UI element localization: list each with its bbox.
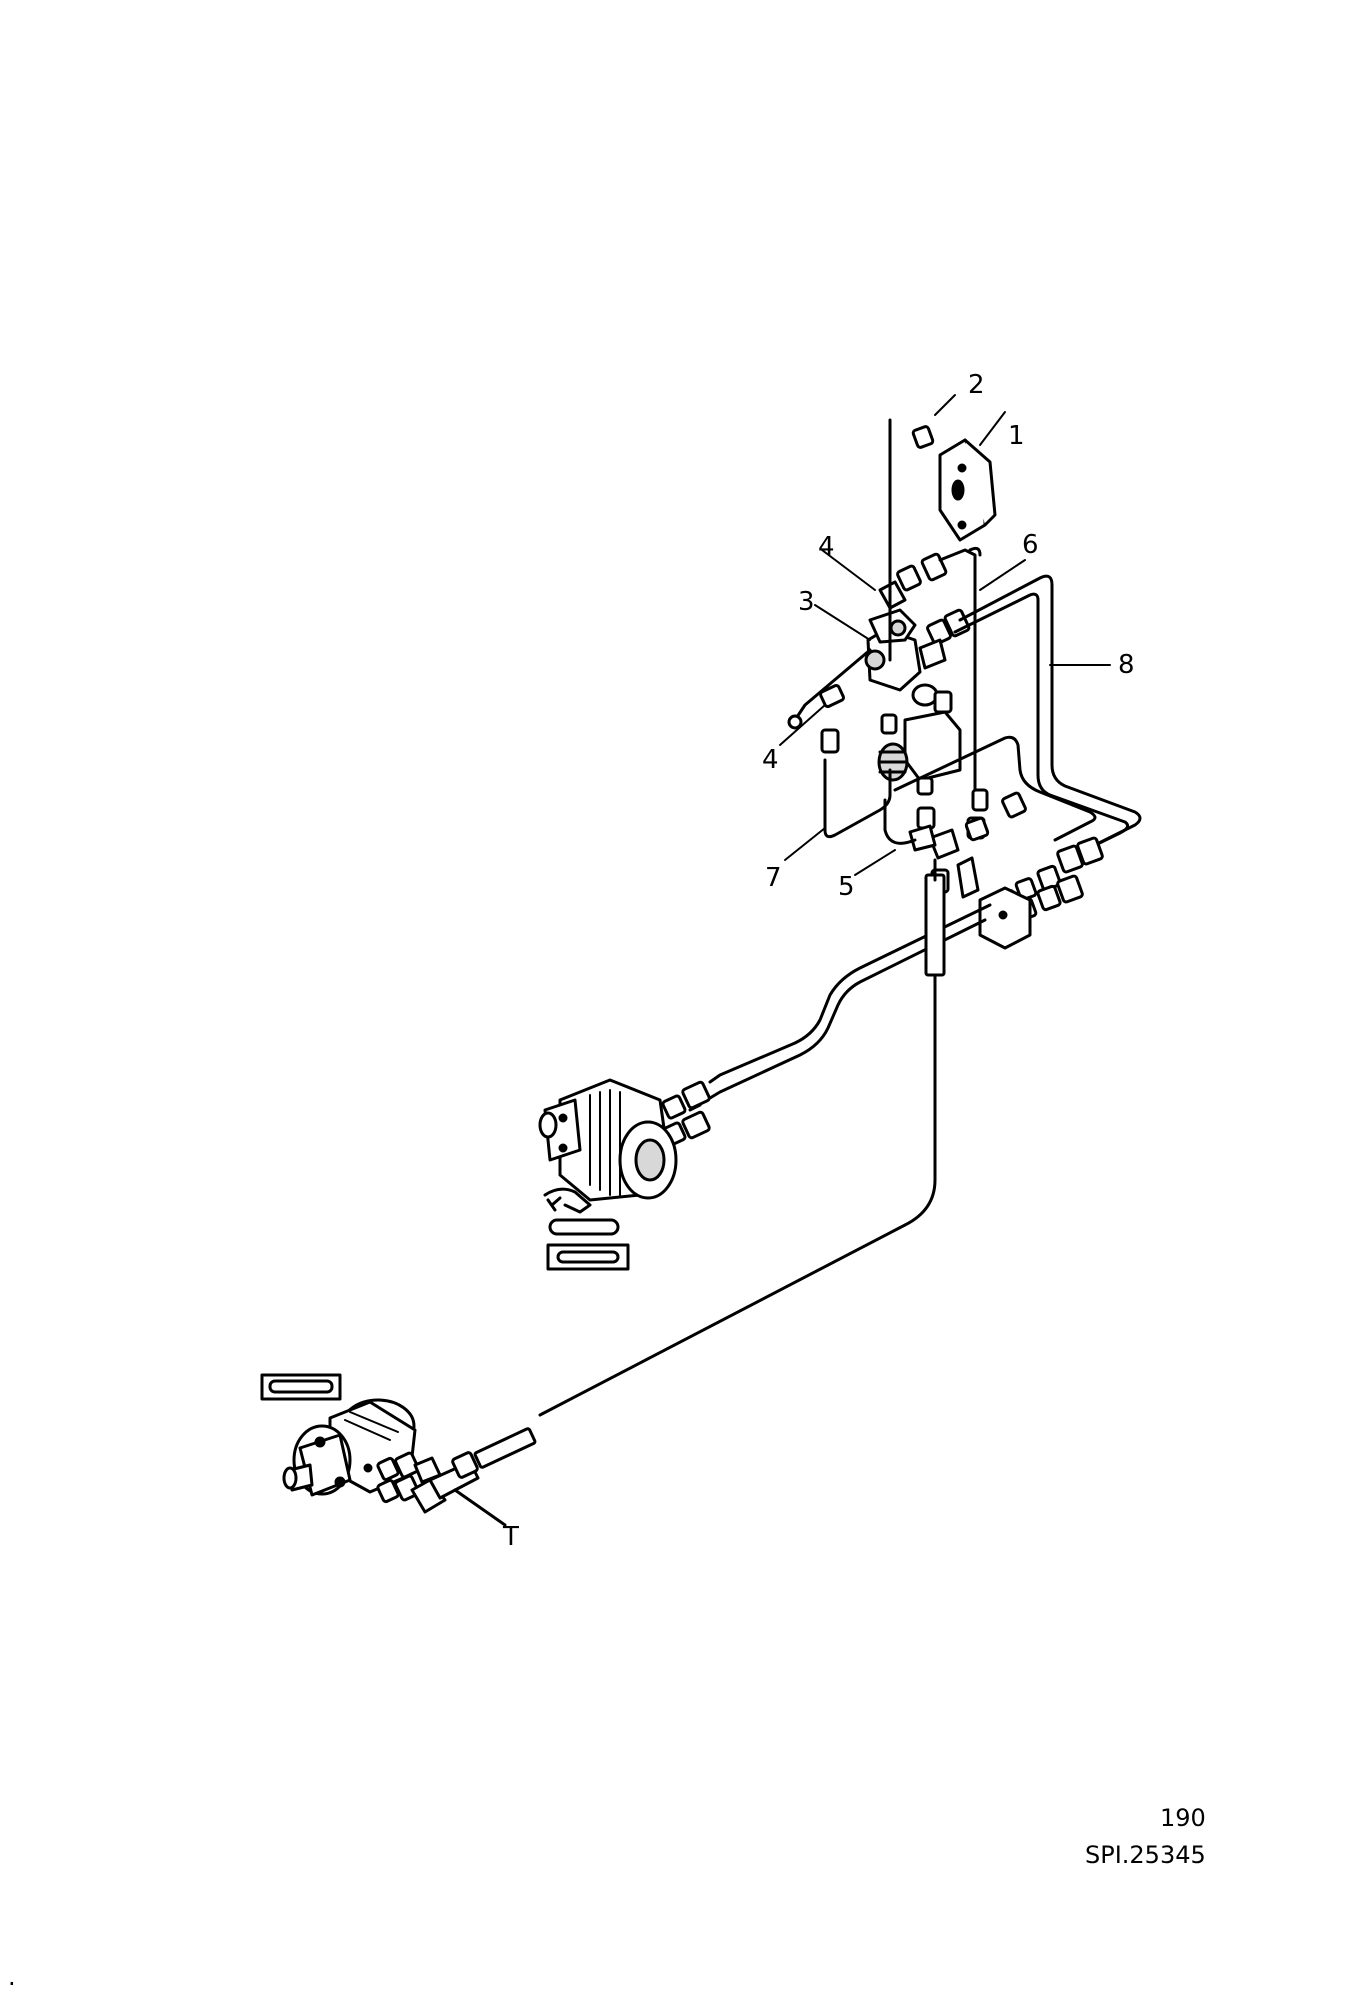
callout-8: 8 [1118, 650, 1135, 680]
page-number: 190 [1160, 1804, 1206, 1832]
pipe-part-7 [823, 758, 892, 839]
callout-5: 5 [838, 872, 855, 902]
lubrication-symbol-upper [543, 1187, 630, 1271]
callout-7: 7 [765, 863, 782, 893]
callout-3: 3 [798, 587, 815, 617]
callout-T: T [502, 1522, 519, 1552]
bracket-part-1 [938, 438, 997, 542]
relief-valve-block [877, 683, 962, 782]
plug-part-2 [911, 425, 935, 449]
valve-block-part-3 [787, 608, 922, 730]
pipe-part-6 [938, 548, 977, 792]
pipe-loop-right [893, 735, 1097, 842]
pipe-loop-left [968, 546, 982, 557]
pipe-clamp-block [956, 856, 1032, 950]
lubrication-bars-lower [260, 1373, 342, 1401]
corner-mark: . [8, 1963, 16, 1991]
hydraulic-motor-lower [282, 1398, 417, 1497]
pipe-part-5 [883, 798, 917, 845]
pipe-main-vertical [538, 858, 946, 1417]
drawing-reference: SPI.25345 [1085, 1841, 1206, 1869]
lower-fittings-cluster [376, 1427, 537, 1527]
callout-4-lower: 4 [762, 745, 779, 775]
callout-6: 6 [1022, 530, 1039, 560]
pipe-part-8 [953, 574, 1142, 857]
callout-4-upper: 4 [818, 532, 835, 562]
callout-leaders [779, 394, 1111, 876]
callout-1: 1 [1008, 421, 1025, 451]
callout-2: 2 [968, 370, 985, 400]
hydraulic-motor-upper [538, 1078, 678, 1202]
